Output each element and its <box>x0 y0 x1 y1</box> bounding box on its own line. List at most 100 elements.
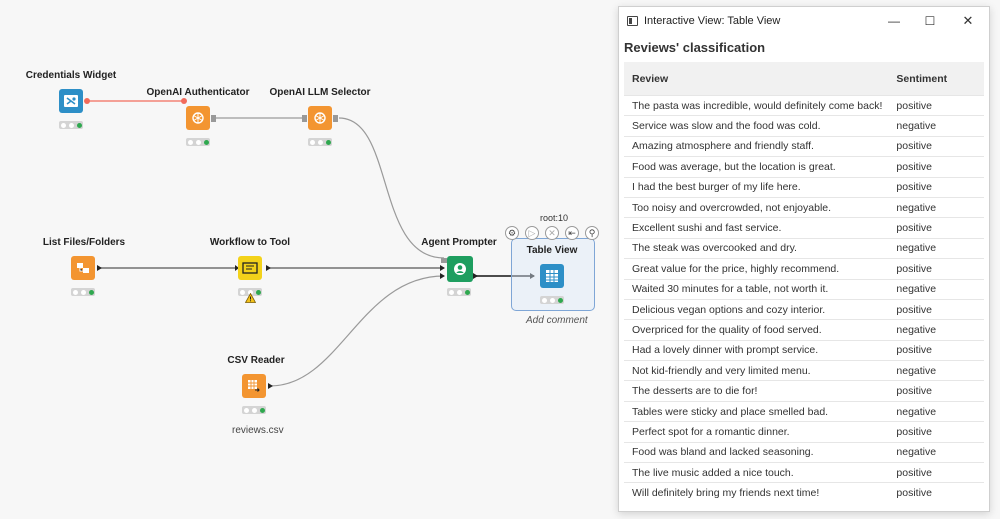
openai-icon[interactable] <box>308 106 332 130</box>
warning-icon[interactable] <box>245 293 256 303</box>
table-header-row: Review Sentiment <box>624 62 984 96</box>
column-header-sentiment[interactable]: Sentiment <box>890 62 984 96</box>
minimize-icon[interactable]: — <box>888 14 900 28</box>
node-id-label: root:10 <box>540 213 569 223</box>
maximize-icon[interactable]: ☐ <box>924 14 936 28</box>
node-title: Agent Prompter <box>421 237 497 248</box>
table-row[interactable]: The pasta was incredible, would definite… <box>624 94 984 116</box>
table-row[interactable]: I had the best burger of my life here.po… <box>624 176 984 198</box>
credentials-icon[interactable] <box>59 89 83 113</box>
edge-credentials-auth-end <box>181 98 187 104</box>
node-title: CSV Reader <box>227 355 285 366</box>
table-row[interactable]: Delicious vegan options and cozy interio… <box>624 298 984 320</box>
sentiment-cell: negative <box>890 115 984 137</box>
table-row[interactable]: Excellent sushi and fast service.positiv… <box>624 217 984 239</box>
input-port[interactable] <box>441 258 447 263</box>
table-row[interactable]: Great value for the price, highly recomm… <box>624 258 984 280</box>
arrow-tool-agent <box>440 265 445 271</box>
sentiment-cell: positive <box>890 217 984 239</box>
add-comment[interactable]: Add comment <box>526 315 588 326</box>
close-icon[interactable]: ✕ <box>962 13 974 28</box>
openai-icon[interactable] <box>186 106 210 130</box>
sentiment-cell: positive <box>890 482 984 503</box>
node-title: OpenAI Authenticator <box>146 87 250 98</box>
node-status <box>238 288 262 296</box>
window-titlebar[interactable]: Interactive View: Table View — ☐ ✕ <box>619 7 989 35</box>
review-cell: Perfect spot for a romantic dinner. <box>624 421 891 443</box>
table-row[interactable]: Perfect spot for a romantic dinner.posit… <box>624 421 984 443</box>
table-row[interactable]: Not kid-friendly and very limited menu.n… <box>624 360 984 381</box>
node-status <box>186 138 210 146</box>
table-row[interactable]: Service was slow and the food was cold.n… <box>624 115 984 137</box>
node-status <box>308 138 332 146</box>
reset-icon[interactable]: ⇤ <box>565 226 579 240</box>
window-title: Interactive View: Table View <box>644 15 781 27</box>
app-icon <box>627 16 638 26</box>
table-row[interactable]: Too noisy and overcrowded, not enjoyable… <box>624 196 984 218</box>
review-cell: The desserts are to die for! <box>624 380 891 402</box>
table-row[interactable]: Food was average, but the location is gr… <box>624 156 984 178</box>
review-cell: Excellent sushi and fast service. <box>624 217 891 239</box>
review-cell: I had the best burger of my life here. <box>624 176 891 198</box>
review-cell: Service was slow and the food was cold. <box>624 115 891 137</box>
reviews-table: Review Sentiment The pasta was incredibl… <box>624 62 984 503</box>
node-title: Workflow to Tool <box>209 237 291 248</box>
table-row[interactable]: The desserts are to die for!positive <box>624 380 984 402</box>
sentiment-cell: positive <box>890 94 984 116</box>
input-port[interactable] <box>302 115 307 122</box>
table-row[interactable]: Waited 30 minutes for a table, not worth… <box>624 278 984 300</box>
arrow-csv-out <box>268 383 273 389</box>
execute-icon[interactable]: ▷ <box>525 226 539 240</box>
output-port[interactable] <box>333 115 338 122</box>
review-cell: The steak was overcooked and dry. <box>624 237 891 259</box>
review-cell: Food was bland and lacked seasoning. <box>624 441 891 463</box>
review-cell: Had a lovely dinner with prompt service. <box>624 339 891 361</box>
table-body: The pasta was incredible, would definite… <box>624 94 984 503</box>
node-title: Table View <box>526 245 578 256</box>
node-title: OpenAI LLM Selector <box>269 87 371 98</box>
node-status <box>447 288 471 296</box>
sentiment-cell: positive <box>890 380 984 402</box>
review-cell: Waited 30 minutes for a table, not worth… <box>624 278 891 300</box>
table-row[interactable]: Tables were sticky and place smelled bad… <box>624 400 984 422</box>
review-cell: Not kid-friendly and very limited menu. <box>624 360 891 381</box>
table-row[interactable]: The steak was overcooked and dry.negativ… <box>624 237 984 259</box>
table-icon[interactable] <box>540 264 564 288</box>
sentiment-cell: positive <box>890 462 984 483</box>
edge-credentials-auth-start <box>84 98 90 104</box>
table-row[interactable]: Amazing atmosphere and friendly staff.po… <box>624 135 984 157</box>
output-port[interactable] <box>211 115 216 122</box>
configure-icon[interactable]: ⚙ <box>505 226 519 240</box>
arrow-tool-out <box>266 265 271 271</box>
node-annotation[interactable]: reviews.csv <box>232 425 284 436</box>
table-row[interactable]: Had a lovely dinner with prompt service.… <box>624 339 984 361</box>
csv-icon[interactable] <box>242 374 266 398</box>
table-row[interactable]: The live music added a nice touch.positi… <box>624 462 984 483</box>
folder-icon[interactable] <box>71 256 95 280</box>
sentiment-cell: negative <box>890 319 984 341</box>
edge-csv-agent[interactable] <box>269 275 445 387</box>
interactive-view-window[interactable]: Interactive View: Table View — ☐ ✕ Revie… <box>618 6 990 512</box>
cancel-icon[interactable]: ✕ <box>545 226 559 240</box>
arrow-list-out <box>97 265 102 271</box>
table-row[interactable]: Will definitely bring my friends next ti… <box>624 482 984 503</box>
sentiment-cell: negative <box>890 196 984 218</box>
review-cell: Too noisy and overcrowded, not enjoyable… <box>624 196 891 218</box>
node-title: List Files/Folders <box>42 237 126 248</box>
agent-icon[interactable] <box>447 256 473 282</box>
edge-llm-agent[interactable] <box>338 117 445 259</box>
table-row[interactable]: Overpriced for the quality of food serve… <box>624 319 984 341</box>
sentiment-cell: negative <box>890 360 984 381</box>
workflow-tool-icon[interactable] <box>238 256 262 280</box>
view-icon[interactable]: ⚲ <box>585 226 599 240</box>
review-cell: Tables were sticky and place smelled bad… <box>624 400 891 422</box>
table-row[interactable]: Food was bland and lacked seasoning.nega… <box>624 441 984 463</box>
node-status <box>59 121 83 129</box>
node-title: Credentials Widget <box>25 70 117 81</box>
review-cell: Amazing atmosphere and friendly staff. <box>624 135 891 157</box>
review-cell: Great value for the price, highly recomm… <box>624 258 891 280</box>
column-header-review[interactable]: Review <box>624 62 891 96</box>
view-title: Reviews' classification <box>624 40 766 55</box>
sentiment-cell: negative <box>890 400 984 422</box>
